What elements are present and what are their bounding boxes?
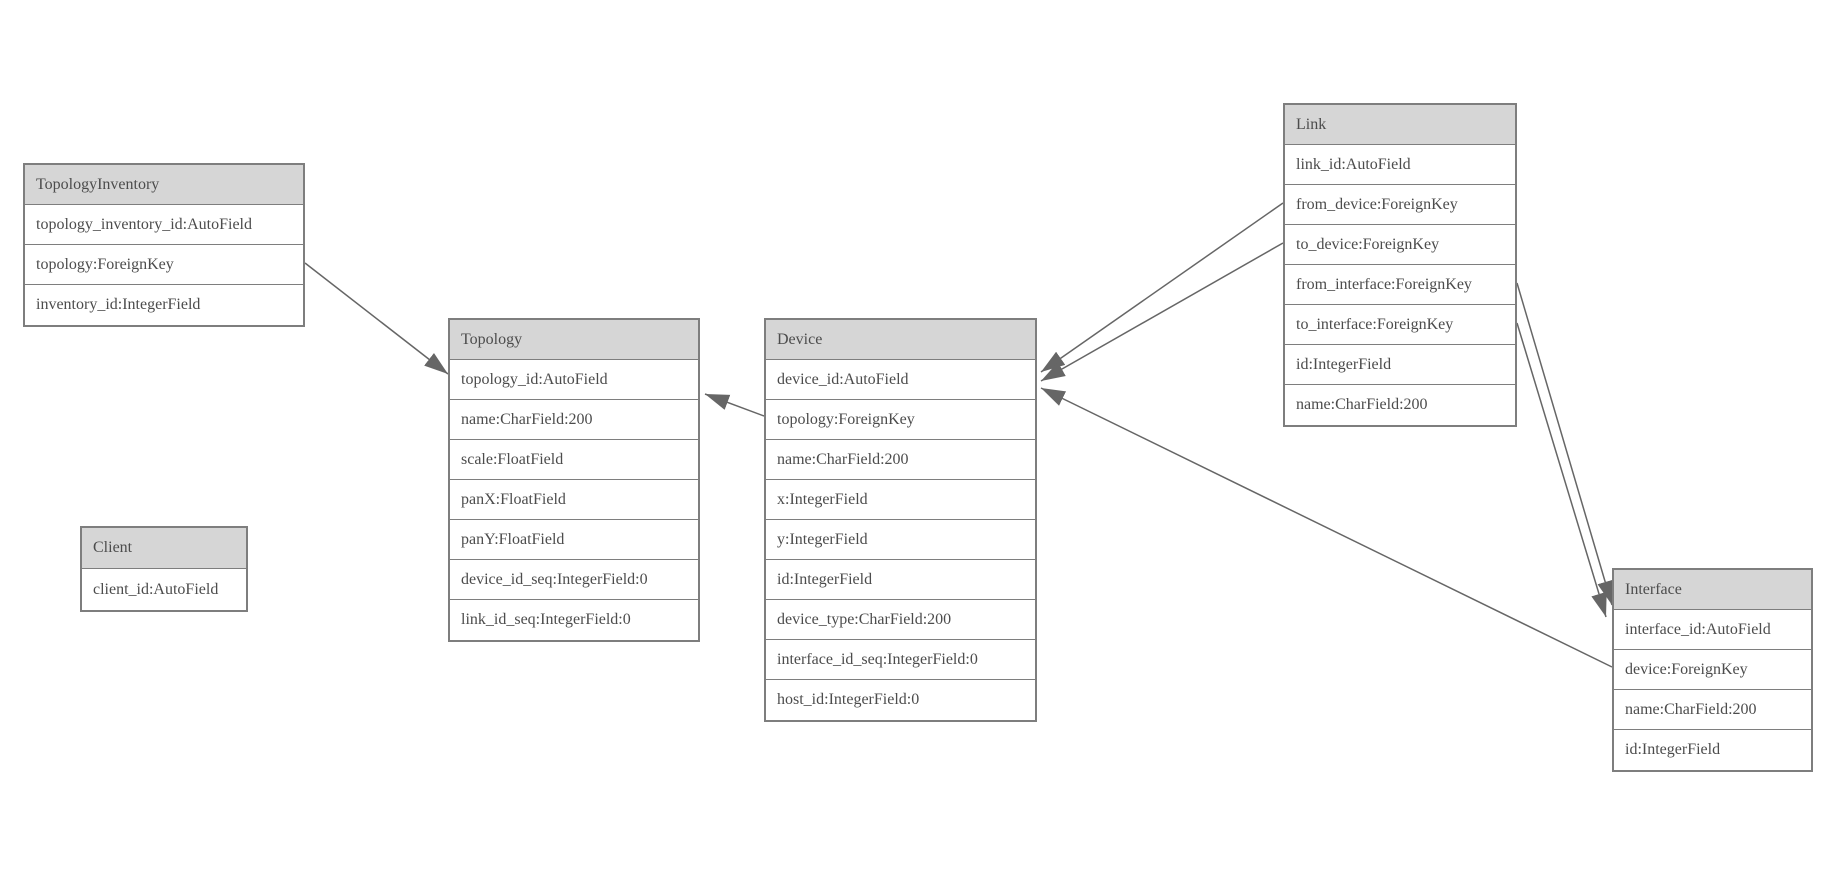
entity-title: Link (1285, 105, 1515, 145)
relationship-lines-group (304, 202, 1613, 668)
entity-field-row: to_device:ForeignKey (1285, 225, 1515, 265)
entity-field-row: panY:FloatField (450, 520, 698, 560)
entity-field-row: id:IntegerField (766, 560, 1035, 600)
entity-field-row: device_id_seq:IntegerField:0 (450, 560, 698, 600)
entity-field-row: x:IntegerField (766, 480, 1035, 520)
entity-field-row: topology:ForeignKey (766, 400, 1035, 440)
entity-field-row: client_id:AutoField (82, 569, 246, 610)
entity-field-row: interface_id:AutoField (1614, 610, 1811, 650)
entity-field-row: from_interface:ForeignKey (1285, 265, 1515, 305)
entity-field-row: device_type:CharField:200 (766, 600, 1035, 640)
relation-topologyinventory-topology-to-topology (304, 262, 449, 375)
relation-link-to_device-to-device (1040, 242, 1284, 382)
entity-field-row: topology_inventory_id:AutoField (25, 205, 303, 245)
entity-field-row: to_interface:ForeignKey (1285, 305, 1515, 345)
entity-field-row: y:IntegerField (766, 520, 1035, 560)
entity-field-row: topology_id:AutoField (450, 360, 698, 400)
entity-field-row: id:IntegerField (1285, 345, 1515, 385)
entity-title: Client (82, 528, 246, 569)
entity-field-row: scale:FloatField (450, 440, 698, 480)
entity-field-row: name:CharField:200 (1285, 385, 1515, 425)
entity-field-row: host_id:IntegerField:0 (766, 680, 1035, 720)
relation-device-topology-to-topology (704, 393, 765, 417)
entity-field-row: from_device:ForeignKey (1285, 185, 1515, 225)
entity-field-row: interface_id_seq:IntegerField:0 (766, 640, 1035, 680)
entity-field-row: name:CharField:200 (1614, 690, 1811, 730)
entity-field-row: link_id:AutoField (1285, 145, 1515, 185)
entity-field-row: device:ForeignKey (1614, 650, 1811, 690)
entity-field-row: inventory_id:IntegerField (25, 285, 303, 325)
relation-link-from_interface-to-interface (1516, 282, 1613, 606)
relation-link-to_interface-to-interface (1516, 322, 1607, 618)
entity-title: Topology (450, 320, 698, 360)
relation-interface-device-to-device (1040, 387, 1613, 668)
entity-title: Device (766, 320, 1035, 360)
entity-field-row: panX:FloatField (450, 480, 698, 520)
entity-field-row: id:IntegerField (1614, 730, 1811, 770)
entity-field-row: device_id:AutoField (766, 360, 1035, 400)
entity-field-row: link_id_seq:IntegerField:0 (450, 600, 698, 640)
relation-link-from_device-to-device (1040, 202, 1284, 373)
entity-title: TopologyInventory (25, 165, 303, 205)
entity-field-row: name:CharField:200 (766, 440, 1035, 480)
entity-title: Interface (1614, 570, 1811, 610)
entity-field-row: topology:ForeignKey (25, 245, 303, 285)
entity-field-row: name:CharField:200 (450, 400, 698, 440)
